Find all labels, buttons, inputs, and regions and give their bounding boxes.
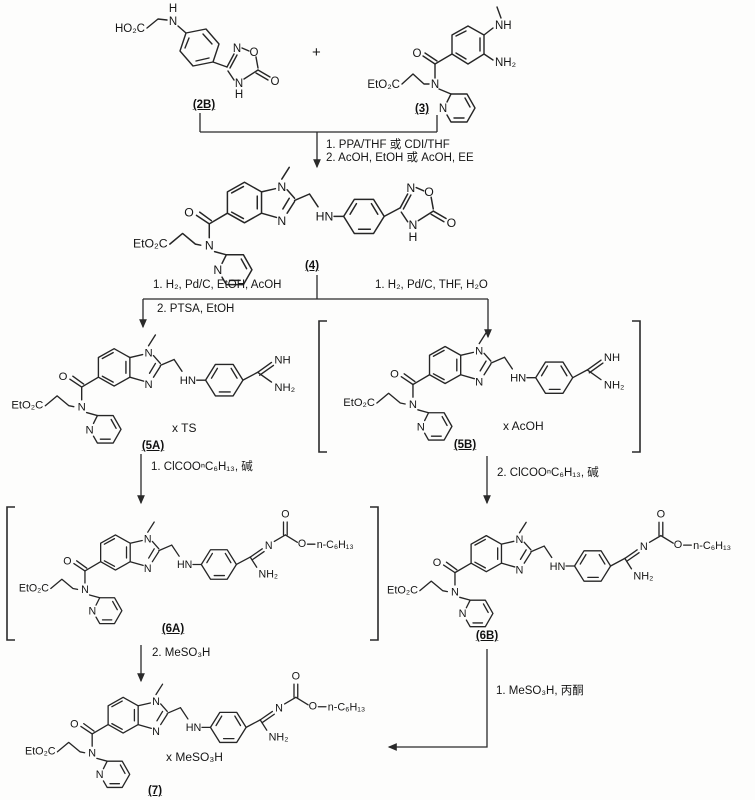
branch-connector xyxy=(139,275,492,339)
bracket-5b-left xyxy=(318,320,327,453)
condition-step1: 1. PPA/THF 或 CDI/THF 2. AcOH, EtOH 或 AcO… xyxy=(326,139,474,165)
amidine-group xyxy=(586,351,626,393)
benzimidazole-core xyxy=(10,334,259,444)
bracket-5b-right xyxy=(632,320,641,453)
compound-2b-label: (2B) xyxy=(192,99,216,111)
step1-connector xyxy=(199,113,438,169)
amidine-group xyxy=(257,353,296,395)
condition-left-chloroformate: 1. ClCOOⁿC₆H₁₃, 碱 xyxy=(151,461,253,473)
compound-5a-label: (5A) xyxy=(141,440,165,452)
condition-right-chloroformate: 2. ClCOOⁿC₆H₁₃, 碱 xyxy=(497,467,599,479)
bracket-6a-right xyxy=(370,506,379,641)
carbamate-group xyxy=(249,507,355,582)
compound-7-label: (7) xyxy=(147,785,163,797)
compound-2b-structure: HO₂C N H xyxy=(115,3,281,102)
atom-label-amide-n: N xyxy=(431,79,439,91)
compound-3-label: (3) xyxy=(414,103,430,115)
compound-5b-label: (5B) xyxy=(453,439,477,451)
oxadiazolone-group xyxy=(226,42,281,102)
plus-sign: + xyxy=(312,44,321,61)
salt-5a-tosylate: x TS xyxy=(172,421,197,435)
condition-step1-line2: 2. AcOH, EtOH 或 AcOH, EE xyxy=(326,152,474,164)
compound-6a-label: (6A) xyxy=(161,623,185,635)
benzimidazole-core xyxy=(342,332,589,441)
atom-label-methylamino-nh: NH xyxy=(495,20,512,32)
carbamate-group xyxy=(624,507,732,583)
condition-right-hydrogenation: 1. H₂, Pd/C, THF, H₂O xyxy=(375,279,488,291)
atom-label-carbonyl-o: O xyxy=(413,48,422,60)
benzimidazole-core xyxy=(18,521,251,625)
compound-5a-structure xyxy=(10,334,296,444)
compound-6a-structure xyxy=(18,507,355,625)
condition-left-ptsa: 2. PTSA, EtOH xyxy=(157,303,235,315)
atom-label-amino-nh2: NH₂ xyxy=(495,57,516,69)
bracket-6a xyxy=(6,506,379,641)
compound-6b-structure xyxy=(386,507,732,628)
atom-label-ester: EtO₂C xyxy=(367,79,400,91)
benzimidazole-core xyxy=(24,683,261,789)
compound-6b-label: (6B) xyxy=(475,630,499,642)
arrow-6b-to-7 xyxy=(387,649,488,751)
carbamate-group xyxy=(259,669,366,745)
bracket-5b xyxy=(318,320,641,453)
compound-4-label: (4) xyxy=(304,260,320,272)
atom-label-nh-n: N xyxy=(169,16,177,28)
atom-label-acid: HO₂C xyxy=(115,23,145,35)
compound-5b-structure xyxy=(342,332,626,441)
benzimidazole-core xyxy=(132,166,401,286)
atom-label-nh-h: H xyxy=(169,3,177,15)
salt-5b-acetate: x AcOH xyxy=(503,419,544,433)
bracket-6a-left xyxy=(6,506,15,641)
condition-right-mesylation: 1. MeSO₃H, 丙酮 xyxy=(496,685,584,697)
atom-label-pyridine-n: N xyxy=(439,103,447,115)
compound-3-structure: EtO₂C N O NH NH₂ N xyxy=(367,6,516,123)
condition-left-hydrogenation: 1. H₂, Pd/C, EtOH, AcOH xyxy=(153,279,282,291)
condition-step1-line1: 1. PPA/THF 或 CDI/THF xyxy=(326,139,450,151)
compound-7-structure xyxy=(24,669,366,789)
condition-left-mesylation: 2. MeSO₃H xyxy=(152,647,211,659)
benzimidazole-core xyxy=(386,521,626,628)
oxadiazolone-group xyxy=(399,180,457,245)
salt-7-mesylate: x MeSO₃H xyxy=(166,750,223,764)
